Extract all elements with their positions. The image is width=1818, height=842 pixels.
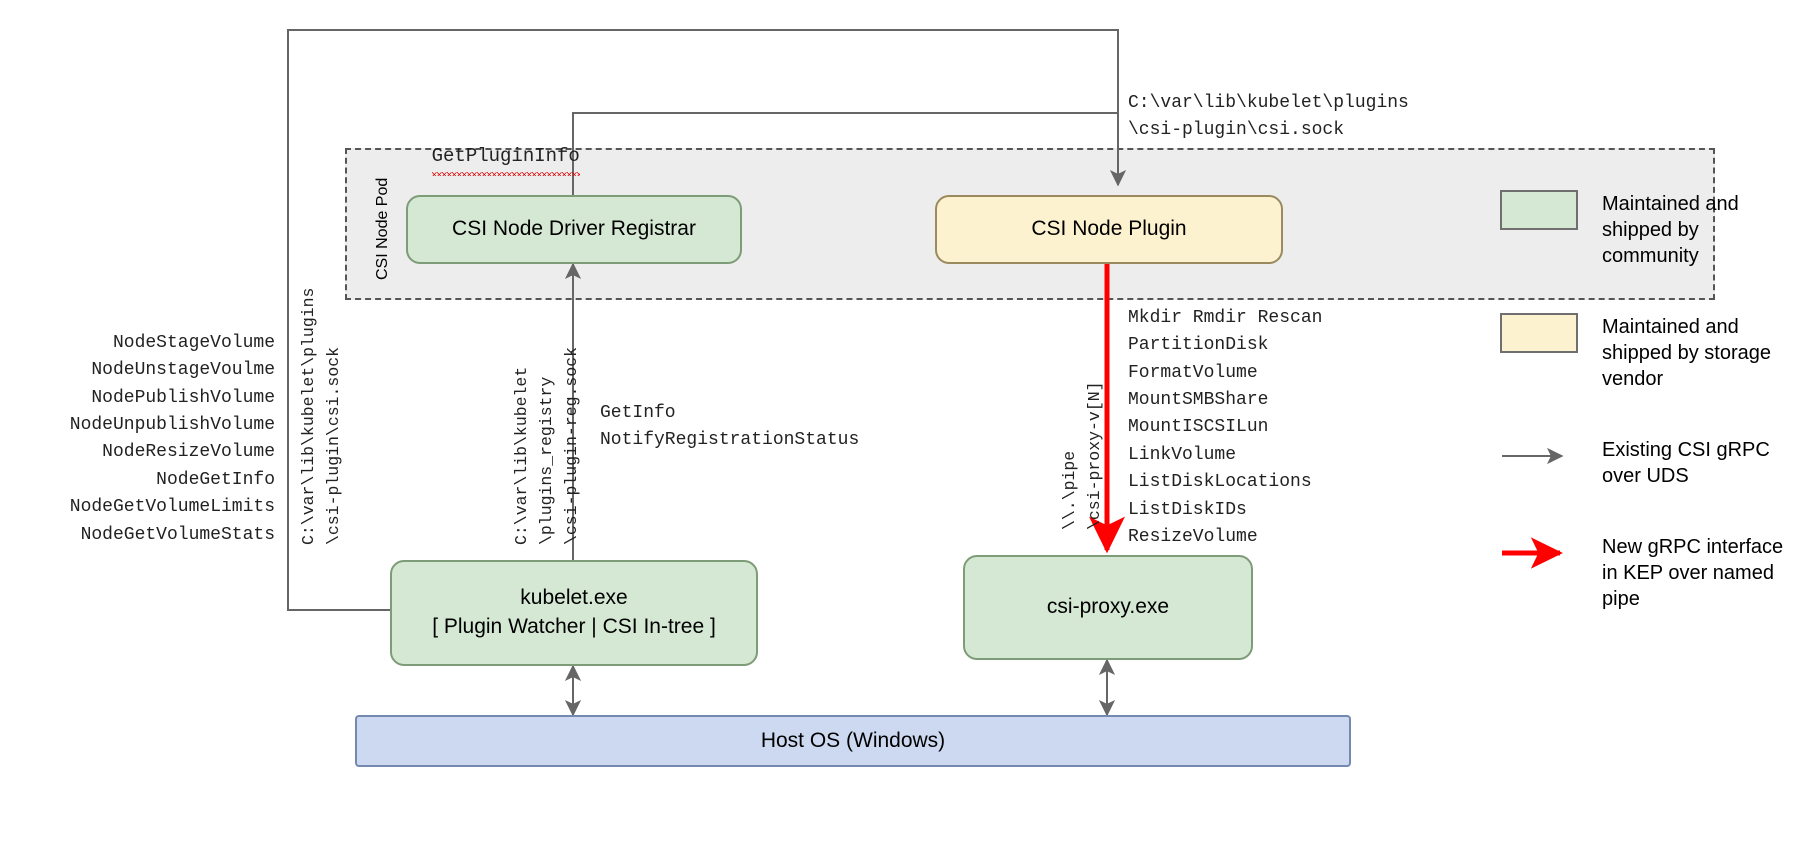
legend: Maintained and shipped by community Main… <box>1500 190 1800 656</box>
legend-label-new-grpc-kep: New gRPC interface in KEP over named pip… <box>1602 536 1784 610</box>
box-csi-node-plugin[interactable]: CSI Node Plugin <box>935 195 1283 264</box>
legend-arrow-red-cell <box>1500 533 1578 573</box>
legend-label-storage-vendor: Maintained and shipped by storage vendor <box>1602 316 1772 390</box>
legend-item-new-grpc-kep: New gRPC interface in KEP over named pip… <box>1500 533 1800 612</box>
gray-arrow-icon <box>1502 447 1564 465</box>
label-csi-node-calls: NodeStageVolume NodeUnstageVoulme NodePu… <box>69 333 275 545</box>
legend-item-community: Maintained and shipped by community <box>1500 190 1800 269</box>
red-arrow-icon <box>1502 537 1563 569</box>
edge-registrar-to-node-plugin <box>572 112 1118 195</box>
label-csi-proxy-calls: Mkdir Rmdir Rescan PartitionDisk FormatV… <box>1128 308 1323 547</box>
legend-item-storage-vendor: Maintained and shipped by storage vendor <box>1500 313 1800 392</box>
box-host-os-label: Host OS (Windows) <box>760 728 946 752</box>
legend-swatch-amber <box>1500 313 1578 353</box>
legend-label-community: Maintained and shipped by community <box>1602 193 1739 267</box>
legend-arrow-gray-cell <box>1500 436 1578 476</box>
box-csi-node-driver-registrar-label: CSI Node Driver Registrar <box>452 217 696 241</box>
box-csi-proxy-exe[interactable]: csi-proxy.exe <box>963 555 1253 660</box>
box-csi-node-driver-registrar[interactable]: CSI Node Driver Registrar <box>406 195 742 264</box>
label-plugin-sock-path: C:\var\lib\kubelet\plugins \csi-plugin\c… <box>1128 93 1409 141</box>
legend-item-existing-csi-grpc: Existing CSI gRPC over UDS <box>1500 436 1800 489</box>
box-csi-node-plugin-label: CSI Node Plugin <box>1031 217 1187 241</box>
box-kubelet-exe-line1: kubelet.exe <box>520 586 628 610</box>
box-host-os[interactable]: Host OS (Windows) <box>355 715 1351 767</box>
label-get-plugin-info: GetPluginInfo <box>386 113 581 200</box>
legend-label-existing-csi-grpc: Existing CSI gRPC over UDS <box>1602 439 1770 487</box>
legend-swatch-green <box>1500 190 1578 230</box>
label-csi-sock-path-rotated: C:\var\lib\kubelet\plugins \csi-plugin\c… <box>299 287 343 545</box>
label-get-plugin-info-text: GetPluginInfo <box>431 142 581 176</box>
box-kubelet-exe[interactable]: kubelet.exe [ Plugin Watcher | CSI In-tr… <box>390 560 758 666</box>
edge-kubelet-to-node-plugin <box>287 29 1127 611</box>
label-named-pipe-rotated: \\.\pipe \csi-proxy-v[N] <box>1060 381 1104 530</box>
box-csi-proxy-exe-label: csi-proxy.exe <box>1046 595 1170 619</box>
box-kubelet-exe-line2: [ Plugin Watcher | CSI In-tree ] <box>432 615 716 638</box>
label-registry-sock-path-rotated: C:\var\lib\kubelet \plugins_registry \cs… <box>512 346 581 545</box>
label-registration-calls: GetInfo NotifyRegistrationStatus <box>600 403 860 451</box>
